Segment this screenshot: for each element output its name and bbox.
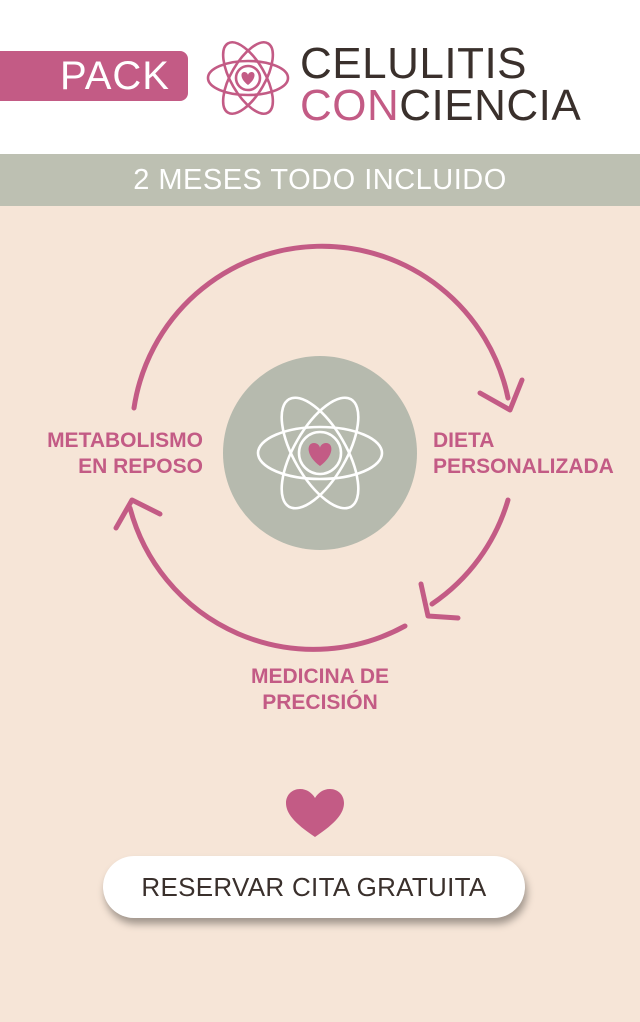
- atom-heart-icon: [256, 396, 384, 510]
- step-label-line: MEDICINA DE: [250, 665, 390, 688]
- step-metabolismo: METABOLISMO EN REPOSO: [47, 428, 203, 480]
- atom-heart-logo-icon: [206, 41, 290, 115]
- brand-name-accent: CON: [300, 81, 400, 130]
- step-label-line: PRECISIÓN: [262, 691, 378, 714]
- brand-name-line2: CONCIENCIA: [300, 84, 581, 128]
- heart-icon: [286, 789, 344, 837]
- step-label-line: DIETA: [433, 429, 495, 452]
- promo-banner: 2 MESES TODO INCLUIDO: [0, 154, 640, 206]
- brand-name-line1: CELULITIS: [300, 39, 528, 88]
- step-label-line: PERSONALIZADA: [433, 455, 614, 478]
- brand-name-rest: CIENCIA: [399, 81, 582, 130]
- header: PACK CELULITIS CONCIENCIA: [0, 0, 640, 154]
- cycle-arrows-icon: [113, 243, 525, 652]
- step-medicina: MEDICINA DE PRECISIÓN: [0, 664, 640, 716]
- step-dieta: DIETA PERSONALIZADA: [433, 428, 614, 480]
- reserve-appointment-button[interactable]: RESERVAR CITA GRATUITA: [103, 856, 525, 918]
- step-label-line: EN REPOSO: [78, 455, 203, 478]
- pack-badge: PACK: [0, 51, 188, 101]
- step-label-line: METABOLISMO: [47, 429, 203, 452]
